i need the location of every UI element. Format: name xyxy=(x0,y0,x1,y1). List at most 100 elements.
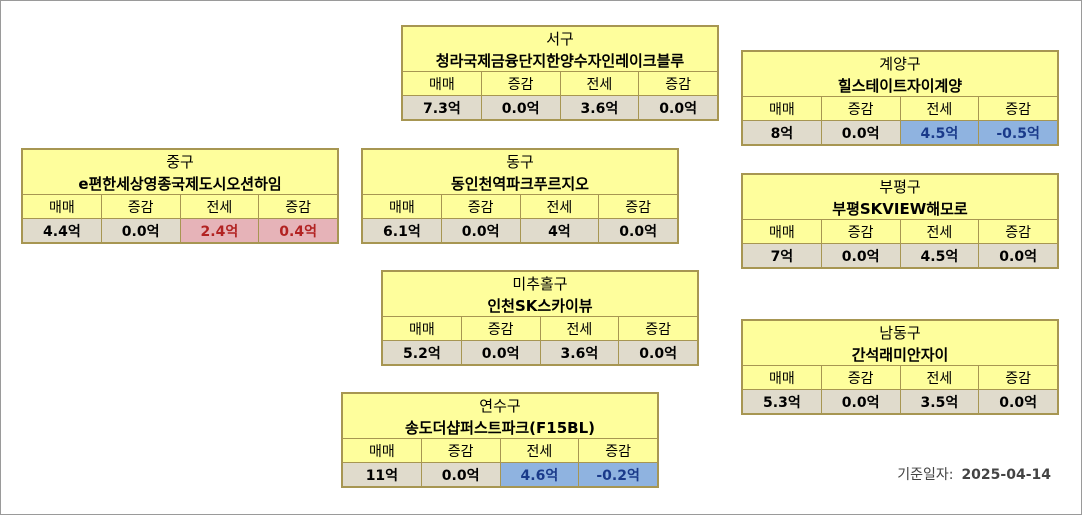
header-sale: 매매 xyxy=(743,365,822,389)
header-sale-change: 증감 xyxy=(481,71,561,95)
jeonse-change-value: -0.5억 xyxy=(979,120,1057,144)
value-row: 4.4억 0.0억 2.4억 0.4억 xyxy=(23,218,337,242)
complex-name: 청라국제금융단지한양수자인레이크블루 xyxy=(435,51,685,70)
header-sale: 매매 xyxy=(383,316,462,340)
header-jeonse: 전세 xyxy=(180,194,260,218)
header-row: 매매 증감 전세 증감 xyxy=(343,438,657,462)
header-sale: 매매 xyxy=(403,71,482,95)
header-row: 매매 증감 전세 증감 xyxy=(403,71,717,95)
reference-date: 기준일자:2025-04-14 xyxy=(897,464,1051,484)
header-sale: 매매 xyxy=(23,194,102,218)
jeonse-value: 4.6억 xyxy=(500,462,580,486)
value-row: 6.1억 0.0억 4억 0.0억 xyxy=(363,218,677,242)
header-sale-change: 증감 xyxy=(421,438,501,462)
jeonse-value: 4.5억 xyxy=(900,120,980,144)
value-row: 7억 0.0억 4.5억 0.0억 xyxy=(743,243,1057,267)
complex-name: 인천SK스카이뷰 xyxy=(487,296,593,315)
region-name: 동구 xyxy=(506,152,534,171)
sale-change-value: 0.0억 xyxy=(101,218,181,242)
jeonse-change-value: 0.0억 xyxy=(979,243,1057,267)
region-name: 중구 xyxy=(166,152,194,171)
sale-change-value: 0.0억 xyxy=(481,95,561,119)
value-row: 11억 0.0억 4.6억 -0.2억 xyxy=(343,462,657,486)
header-jeonse-change: 증감 xyxy=(979,96,1057,120)
value-row: 8억 0.0억 4.5억 -0.5억 xyxy=(743,120,1057,144)
jeonse-change-value: 0.0억 xyxy=(619,340,697,364)
complex-name: 동인천역파크푸르지오 xyxy=(450,174,589,193)
header-sale: 매매 xyxy=(343,438,422,462)
region-card-michuhol-gu: 미추홀구 인천SK스카이뷰 매매 증감 전세 증감 5.2억 0.0억 3.6억… xyxy=(381,270,699,366)
sale-value: 11억 xyxy=(343,462,422,486)
header-jeonse-change: 증감 xyxy=(599,194,677,218)
header-jeonse: 전세 xyxy=(520,194,600,218)
header-sale-change: 증감 xyxy=(461,316,541,340)
header-row: 매매 증감 전세 증감 xyxy=(383,316,697,340)
sale-change-value: 0.0억 xyxy=(421,462,501,486)
complex-name: 부평SKVIEW해모로 xyxy=(832,199,968,218)
complex-name: 간석래미안자이 xyxy=(851,345,949,364)
header-sale-change: 증감 xyxy=(441,194,521,218)
sale-value: 7.3억 xyxy=(403,95,482,119)
region-card-seo-gu: 서구 청라국제금융단지한양수자인레이크블루 매매 증감 전세 증감 7.3억 0… xyxy=(401,25,719,121)
sale-change-value: 0.0억 xyxy=(821,389,901,413)
header-sale-change: 증감 xyxy=(821,219,901,243)
header-jeonse: 전세 xyxy=(560,71,640,95)
reference-date-value: 2025-04-14 xyxy=(961,467,1051,483)
jeonse-value: 3.6억 xyxy=(560,95,640,119)
jeonse-value: 2.4억 xyxy=(180,218,260,242)
region-card-yeonsu-gu: 연수구 송도더샵퍼스트파크(F15BL) 매매 증감 전세 증감 11억 0.0… xyxy=(341,392,659,488)
header-jeonse-change: 증감 xyxy=(979,219,1057,243)
complex-name: 송도더샵퍼스트파크(F15BL) xyxy=(404,418,596,437)
jeonse-value: 4억 xyxy=(520,218,600,242)
jeonse-value: 3.5억 xyxy=(900,389,980,413)
header-row: 매매 증감 전세 증감 xyxy=(23,194,337,218)
header-row: 매매 증감 전세 증감 xyxy=(363,194,677,218)
header-jeonse: 전세 xyxy=(900,96,980,120)
jeonse-value: 3.6억 xyxy=(540,340,620,364)
header-sale: 매매 xyxy=(363,194,442,218)
header-jeonse-change: 증감 xyxy=(259,194,337,218)
sale-change-value: 0.0억 xyxy=(461,340,541,364)
sale-value: 6.1억 xyxy=(363,218,442,242)
value-row: 7.3억 0.0억 3.6억 0.0억 xyxy=(403,95,717,119)
header-jeonse-change: 증감 xyxy=(579,438,657,462)
complex-name: e편한세상영종국제도시오션하임 xyxy=(78,174,282,193)
header-jeonse-change: 증감 xyxy=(619,316,697,340)
region-card-namdong-gu: 남동구 간석래미안자이 매매 증감 전세 증감 5.3억 0.0억 3.5억 0… xyxy=(741,319,1059,415)
header-sale-change: 증감 xyxy=(101,194,181,218)
region-card-jung-gu: 중구 e편한세상영종국제도시오션하임 매매 증감 전세 증감 4.4억 0.0억… xyxy=(21,148,339,244)
sale-change-value: 0.0억 xyxy=(821,120,901,144)
jeonse-change-value: -0.2억 xyxy=(579,462,657,486)
jeonse-change-value: 0.0억 xyxy=(599,218,677,242)
header-row: 매매 증감 전세 증감 xyxy=(743,96,1057,120)
value-row: 5.3억 0.0억 3.5억 0.0억 xyxy=(743,389,1057,413)
sale-value: 8억 xyxy=(743,120,822,144)
header-jeonse: 전세 xyxy=(500,438,580,462)
header-sale: 매매 xyxy=(743,96,822,120)
sale-value: 5.3억 xyxy=(743,389,822,413)
region-name: 연수구 xyxy=(479,396,521,415)
header-sale-change: 증감 xyxy=(821,365,901,389)
header-jeonse: 전세 xyxy=(540,316,620,340)
value-row: 5.2억 0.0억 3.6억 0.0억 xyxy=(383,340,697,364)
region-name: 미추홀구 xyxy=(512,274,568,293)
region-name: 서구 xyxy=(546,29,574,48)
header-jeonse: 전세 xyxy=(900,365,980,389)
jeonse-value: 4.5억 xyxy=(900,243,980,267)
complex-name: 힐스테이트자이계양 xyxy=(837,76,963,95)
header-sale: 매매 xyxy=(743,219,822,243)
sale-value: 5.2억 xyxy=(383,340,462,364)
region-card-bupyeong-gu: 부평구 부평SKVIEW해모로 매매 증감 전세 증감 7억 0.0억 4.5억… xyxy=(741,173,1059,269)
region-name: 계양구 xyxy=(879,54,921,73)
region-name: 남동구 xyxy=(879,323,921,342)
region-card-dong-gu: 동구 동인천역파크푸르지오 매매 증감 전세 증감 6.1억 0.0억 4억 0… xyxy=(361,148,679,244)
region-card-gyeyang-gu: 계양구 힐스테이트자이계양 매매 증감 전세 증감 8억 0.0억 4.5억 -… xyxy=(741,50,1059,146)
header-jeonse-change: 증감 xyxy=(979,365,1057,389)
region-name: 부평구 xyxy=(879,177,921,196)
header-jeonse: 전세 xyxy=(900,219,980,243)
jeonse-change-value: 0.4억 xyxy=(259,218,337,242)
sale-value: 7억 xyxy=(743,243,822,267)
header-row: 매매 증감 전세 증감 xyxy=(743,365,1057,389)
sale-change-value: 0.0억 xyxy=(821,243,901,267)
